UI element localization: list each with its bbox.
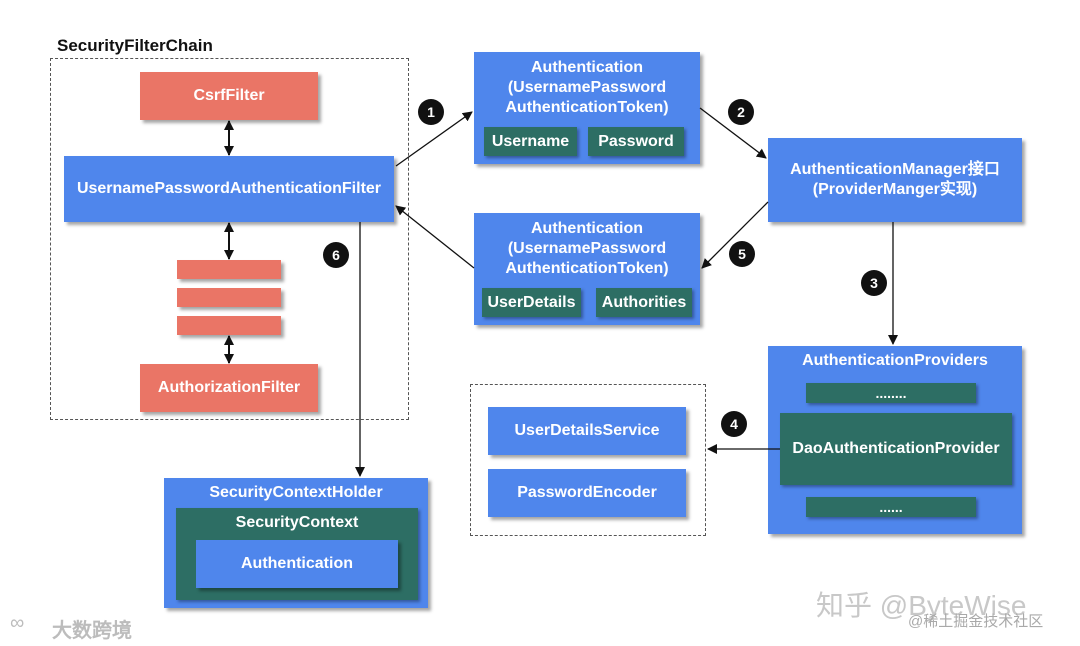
username-field: Username xyxy=(484,127,577,156)
username-password-authentication-filter: UsernamePasswordAuthenticationFilter xyxy=(64,156,394,222)
step-badge-5: 5 xyxy=(729,241,755,267)
providers-dots-top: ........ xyxy=(806,383,976,403)
watermark-juejin: @稀土掘金技术社区 xyxy=(908,613,1044,630)
manager-line2: (ProviderManger实现) xyxy=(812,181,978,198)
watermark-left: 大数跨境 xyxy=(52,620,132,642)
step-badge-6: 6 xyxy=(323,242,349,268)
filter-chain-container xyxy=(50,58,409,420)
authorization-filter: AuthorizationFilter xyxy=(140,364,318,412)
csrf-filter: CsrfFilter xyxy=(140,72,318,120)
step1-arrow xyxy=(395,111,473,167)
auth-request-line2: (UsernamePassword xyxy=(507,79,667,96)
password-encoder: PasswordEncoder xyxy=(488,469,686,517)
filter-placeholder-1 xyxy=(177,260,281,279)
security-context-authentication: Authentication xyxy=(196,540,398,588)
security-context-title: SecurityContext xyxy=(235,514,359,531)
user-details-service: UserDetailsService xyxy=(488,407,686,455)
user-details-field: UserDetails xyxy=(482,288,581,317)
step2-arrow xyxy=(699,107,767,159)
step-badge-3: 3 xyxy=(861,270,887,296)
step-badge-2: 2 xyxy=(728,99,754,125)
step-badge-1: 1 xyxy=(418,99,444,125)
watermark-logo-icon: ∞ xyxy=(10,612,25,634)
dao-authentication-provider: DaoAuthenticationProvider xyxy=(780,413,1012,485)
providers-dots-bottom: ...... xyxy=(806,497,976,517)
password-field: Password xyxy=(588,127,684,156)
filter-chain-title: SecurityFilterChain xyxy=(57,36,213,55)
providers-title: AuthenticationProviders xyxy=(802,352,988,369)
authorities-field: Authorities xyxy=(596,288,692,317)
auth-result-line3: AuthenticationToken) xyxy=(505,260,669,277)
auth-request-line1: Authentication xyxy=(531,59,643,76)
watermark-zhihu: 知乎 @ByteWise xyxy=(816,590,1027,621)
step5-arrow xyxy=(701,201,769,269)
services-container xyxy=(470,384,706,536)
auth-result-line2: (UsernamePassword xyxy=(507,240,667,257)
auth-result-line1: Authentication xyxy=(531,220,643,237)
filter-placeholder-2 xyxy=(177,288,281,307)
step-badge-4: 4 xyxy=(721,411,747,437)
context-holder-title: SecurityContextHolder xyxy=(209,484,383,501)
auth-request-line3: AuthenticationToken) xyxy=(505,99,669,116)
manager-line1: AuthenticationManager接口 xyxy=(790,161,1000,178)
authentication-manager: AuthenticationManager接口 (ProviderManger实… xyxy=(768,138,1022,222)
step6-return-arrow xyxy=(395,205,475,269)
filter-placeholder-3 xyxy=(177,316,281,335)
